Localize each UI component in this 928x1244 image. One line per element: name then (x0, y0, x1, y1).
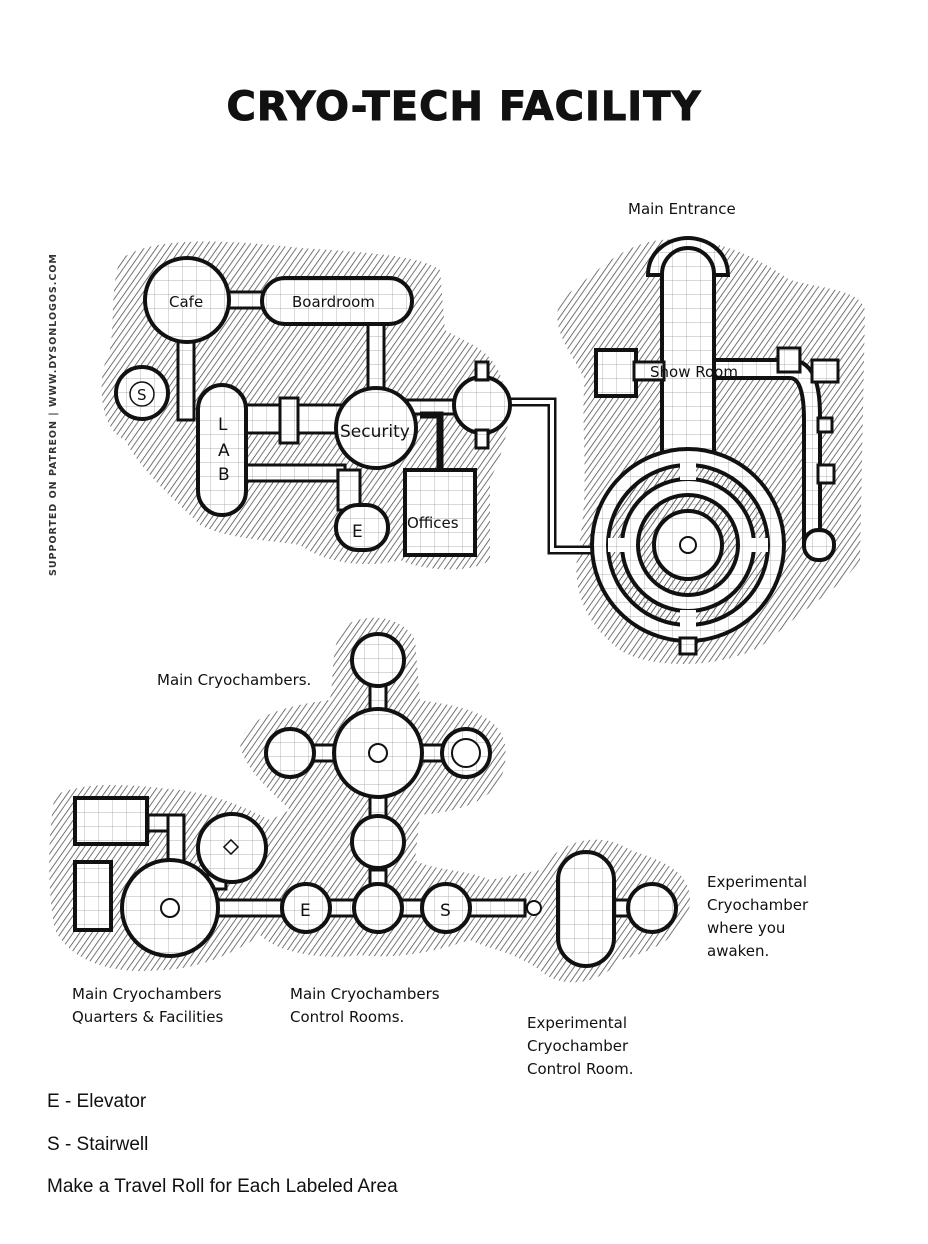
label-experimental-line1: Experimental (707, 873, 807, 891)
corridor-lab-elevator (243, 463, 347, 483)
label-exp-control-line3: Control Room. (527, 1060, 633, 1078)
cafe-room (143, 256, 231, 344)
label-main-cryochambers: Main Cryochambers. (157, 671, 311, 689)
label-lab-l: L (218, 415, 228, 435)
label-elevator-upper: E (352, 522, 363, 542)
lower-level-rooms (73, 632, 678, 968)
label-lab-a: A (218, 441, 230, 461)
label-experimental-line4: awaken. (707, 942, 769, 960)
control-room-center (352, 882, 404, 934)
label-security: Security (340, 422, 410, 442)
label-show-room: Show Room (650, 363, 738, 381)
label-control-line1: Main Cryochambers (290, 985, 440, 1003)
label-lab-b: B (218, 465, 230, 485)
cryochamber-north (350, 632, 406, 688)
upper-level-labels: Main Entrance Cafe Boardroom S L A B Sec… (137, 200, 738, 542)
legend-elevator: E - Elevator (47, 1091, 147, 1112)
credit-label: SUPPORTED ON PATREON | WWW.DYSONLOGOS.CO… (48, 253, 59, 576)
legend-instruction: Make a Travel Roll for Each Labeled Area (47, 1176, 398, 1197)
label-offices: Offices (407, 514, 459, 532)
label-cafe: Cafe (169, 293, 203, 311)
experimental-cryochamber (626, 882, 678, 934)
label-stairwell-upper: S (137, 386, 147, 404)
label-main-entrance: Main Entrance (628, 200, 736, 218)
cryochamber-south (350, 814, 406, 870)
label-experimental-line3: where you (707, 919, 785, 937)
boardroom-room (260, 276, 414, 326)
page-title: CRYO-TECH FACILITY (226, 84, 702, 131)
label-quarters-line1: Main Cryochambers (72, 985, 222, 1003)
label-exp-control-line1: Experimental (527, 1014, 627, 1032)
control-room-elevator (280, 882, 332, 934)
show-room (594, 348, 638, 398)
label-quarters-line2: Quarters & Facilities (72, 1008, 223, 1026)
small-guard-room (278, 396, 300, 445)
credit-text: SUPPORTED ON PATREON | WWW.DYSONLOGOS.CO… (48, 253, 59, 576)
label-boardroom: Boardroom (292, 293, 375, 311)
upper-level-rooms (114, 235, 840, 656)
control-room-stairwell (420, 882, 472, 934)
label-control-line2: Control Rooms. (290, 1008, 404, 1026)
elevator-shaft-upper (334, 503, 390, 552)
east-hub-room (452, 375, 512, 435)
corridor-boardroom-security (366, 318, 386, 392)
lab-room (196, 383, 248, 517)
offices-room (403, 468, 477, 557)
experimental-control-room (556, 850, 616, 968)
label-exp-control-line2: Cryochamber (527, 1037, 629, 1055)
quarters-room-south (73, 860, 113, 932)
quarters-room-north (73, 796, 149, 846)
security-room (334, 386, 418, 470)
lower-level-labels: Main Cryochambers. E S Experimental Cryo… (72, 671, 809, 1078)
cryochamber-west (264, 727, 316, 779)
label-stairwell-lower: S (440, 901, 451, 921)
legend-stairwell: S - Stairwell (47, 1134, 149, 1155)
label-elevator-lower: E (300, 901, 311, 921)
label-experimental-line2: Cryochamber (707, 896, 809, 914)
